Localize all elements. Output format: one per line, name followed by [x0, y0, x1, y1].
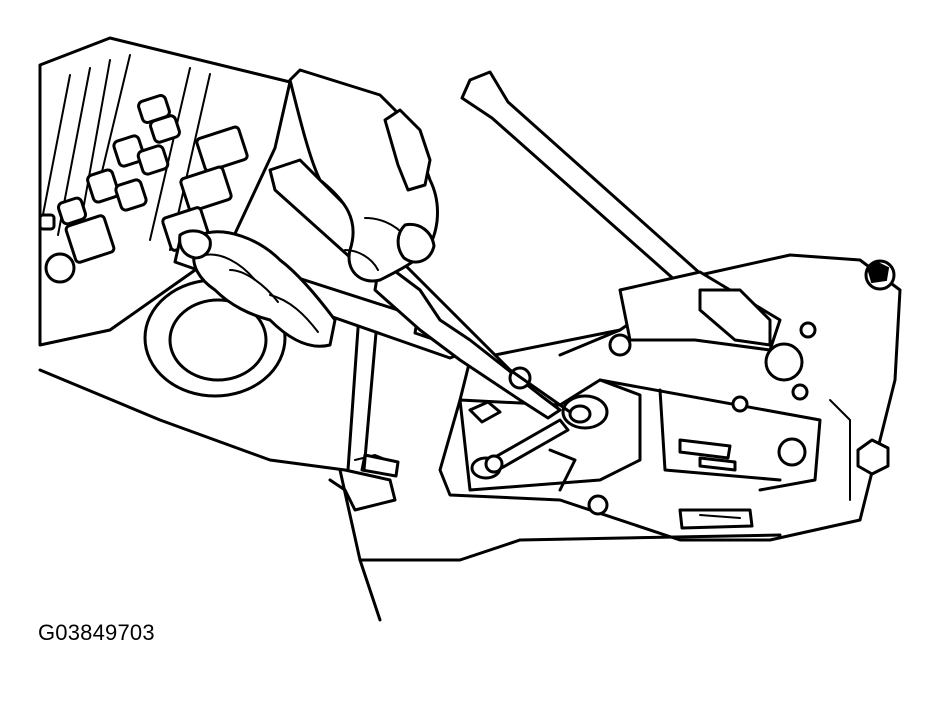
right-hand [288, 68, 439, 283]
switch-buttons [38, 94, 249, 284]
left-hand [178, 229, 337, 348]
figure-code: G03849703 [38, 620, 155, 645]
shifter-housing [438, 253, 902, 542]
console-switch-panel [38, 36, 292, 347]
console-trim [38, 298, 782, 622]
pin-punch-tool [484, 418, 570, 474]
shift-lever [460, 70, 782, 357]
